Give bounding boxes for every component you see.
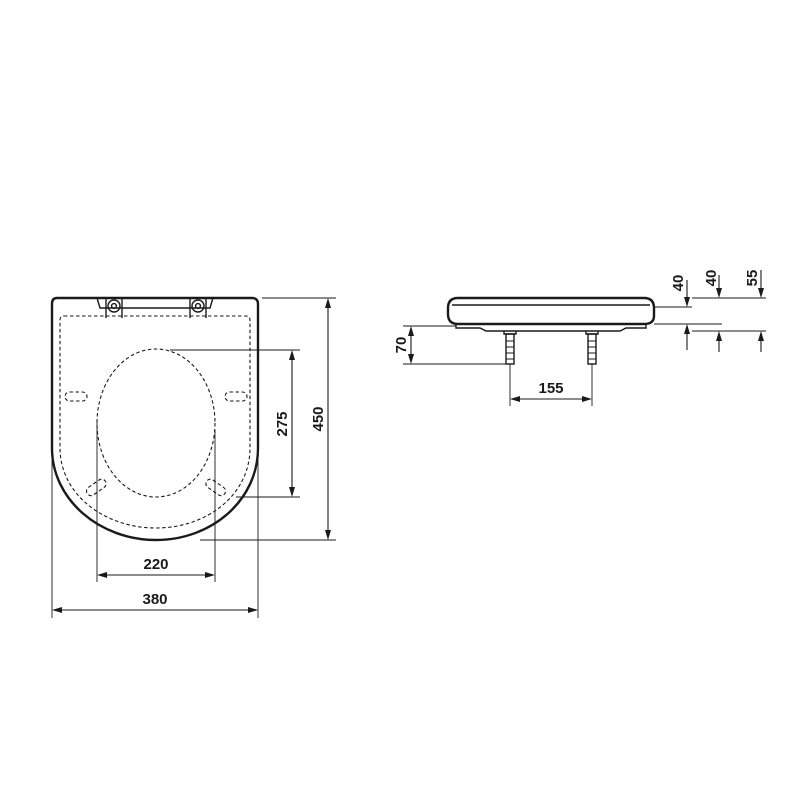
seat-outline	[50, 296, 260, 542]
seat-profile	[455, 324, 647, 332]
left-hinge-fixing	[105, 298, 123, 318]
total-height-label: 55	[744, 270, 761, 287]
dimension-opening-length: 275	[170, 349, 300, 498]
side-view	[446, 296, 656, 365]
dimension-bolt-length: 70	[393, 325, 506, 365]
seat-height-label: 40	[703, 270, 720, 287]
dimension-overall-length: 450	[200, 297, 336, 541]
hinge-notch	[96, 297, 214, 309]
dimension-lid-height: 40	[654, 275, 722, 350]
opening-length-label: 275	[274, 411, 291, 436]
right-hinge-fixing	[189, 298, 207, 318]
fixing-spacing-label: 155	[538, 380, 563, 397]
buffer-upper-left	[64, 391, 88, 402]
buffer-lower-right	[205, 478, 227, 497]
opening-dashed-oval	[96, 348, 216, 498]
dimension-fixing-spacing: 155	[509, 364, 593, 406]
left-fixing-bolt	[503, 331, 517, 365]
lid-profile	[446, 296, 656, 326]
dimension-seat-height: 40	[692, 270, 724, 352]
front-view	[50, 296, 260, 542]
dimension-hinge-spacing: 220	[96, 420, 216, 582]
buffer-lower-left	[85, 478, 107, 497]
overall-length-label: 450	[310, 406, 327, 431]
hinge-spacing-label: 220	[143, 556, 168, 573]
width-label: 380	[142, 591, 167, 608]
buffer-upper-right	[224, 391, 248, 402]
dimension-width: 380	[51, 300, 259, 618]
lid-height-label: 40	[670, 275, 687, 292]
right-fixing-bolt	[585, 331, 599, 365]
dimension-total-height: 55	[724, 270, 766, 352]
bolt-length-label: 70	[393, 337, 410, 354]
underside-dashed-contour	[59, 315, 251, 529]
